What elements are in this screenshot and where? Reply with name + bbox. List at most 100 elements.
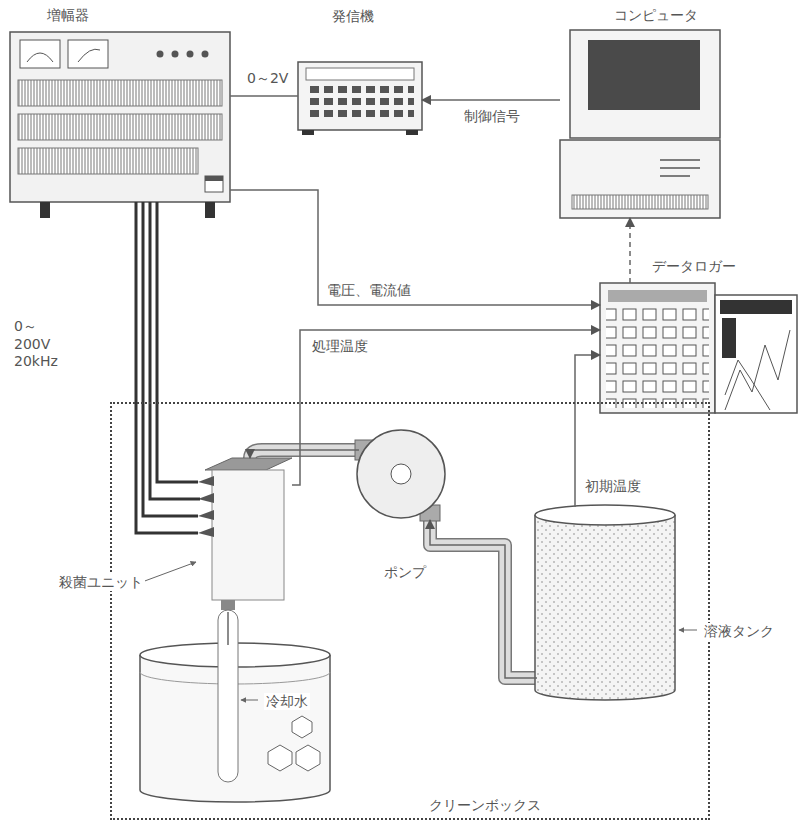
sterilization-unit-body <box>198 458 292 610</box>
cooling-water: 冷却水 <box>142 645 332 805</box>
connector-label: 0～2V <box>245 70 290 88</box>
hose <box>250 450 360 458</box>
amplifier-body <box>40 202 50 218</box>
clean-box: クリーンボックス殺菌ユニットポンプ溶液タンク冷却水 <box>110 402 710 820</box>
cooling-bath <box>218 610 238 782</box>
hose <box>430 515 540 678</box>
amplifier-body <box>68 40 108 68</box>
sterilization-unit: 殺菌ユニット <box>200 458 292 612</box>
leader-line <box>142 562 196 582</box>
tank-body <box>535 505 675 525</box>
data-logger-body <box>608 290 707 302</box>
node-label: コンピュータ <box>612 7 700 24</box>
node-label: ポンプ <box>382 564 428 581</box>
amplifier-body <box>172 51 179 58</box>
cooling-bath <box>292 716 312 738</box>
sterilization-unit-body <box>205 458 292 470</box>
computer-body <box>560 140 720 218</box>
oscillator-body <box>406 130 418 135</box>
amplifier-body <box>187 51 194 58</box>
connector-label: 電圧、電流値 <box>325 282 413 300</box>
connector-label: 初期温度 <box>583 478 643 496</box>
data-logger-body <box>715 295 797 413</box>
node-label: 冷却水 <box>264 693 310 710</box>
computer-body <box>560 30 720 218</box>
connector-label: 処理温度 <box>310 338 370 356</box>
leader-line <box>142 562 697 700</box>
amplifier-body <box>205 176 223 192</box>
oscillator: 発信機 <box>298 62 422 130</box>
amplifier-body <box>78 49 100 62</box>
signal-line <box>230 95 298 97</box>
amplifier-body <box>205 176 223 181</box>
computer-body <box>570 30 720 138</box>
node-label: 殺菌ユニット <box>57 574 145 591</box>
hose <box>250 440 540 678</box>
process-temp-line <box>292 330 600 485</box>
amplifier-body <box>18 148 198 174</box>
amplifier-body <box>18 80 222 106</box>
pump-body <box>391 464 411 484</box>
computer: コンピュータ <box>560 30 720 218</box>
data-logger-body <box>720 300 792 314</box>
data-logger-body <box>600 283 797 413</box>
node-label: クリーンボックス <box>427 797 543 814</box>
leader-line <box>679 630 697 631</box>
tank-body <box>535 505 675 700</box>
node-label: 増幅器 <box>45 7 91 24</box>
amplifier-body <box>20 40 60 68</box>
data-logger-body <box>606 308 709 408</box>
computer-body <box>572 195 708 209</box>
pump-body <box>357 430 445 518</box>
cooling-bath <box>268 745 292 771</box>
computer-body <box>660 160 700 176</box>
data-logger: データロガー <box>600 283 797 413</box>
power-wire <box>150 202 200 499</box>
sterilization-unit-body <box>221 600 235 610</box>
hose <box>250 450 360 458</box>
oscillator-body <box>298 62 422 130</box>
data-transfer-arrow <box>629 218 631 283</box>
power-wires <box>136 202 198 533</box>
amplifier-body <box>202 51 209 58</box>
sterilization-unit-body <box>212 470 284 600</box>
connector-label: 制御信号 <box>462 108 522 126</box>
hose <box>430 515 540 678</box>
node-label: データロガー <box>650 258 738 275</box>
leader-line <box>241 700 258 701</box>
data-logger-body <box>722 318 736 358</box>
amplifier-body <box>10 32 230 202</box>
oscillator-body <box>298 62 422 135</box>
drain-tube <box>227 612 229 645</box>
amplifier-body <box>157 51 164 58</box>
measurement-line <box>230 190 600 305</box>
amplifier-body <box>10 32 230 218</box>
computer-body <box>588 40 700 110</box>
amplifier: 増幅器 <box>10 32 230 202</box>
power-wires <box>136 202 198 533</box>
oscillator-body <box>306 86 414 122</box>
amplifier-body <box>18 114 222 140</box>
control-signal-arrow <box>422 99 560 101</box>
tank-body <box>535 515 675 700</box>
node-label: 発信機 <box>330 8 376 25</box>
feed-hose-flow <box>430 520 537 678</box>
sterilization-unit-body <box>198 476 214 537</box>
cooling-bath <box>140 610 330 802</box>
supply-hose-flow <box>250 450 359 458</box>
amplifier-body <box>27 53 53 62</box>
data-logger-body <box>725 360 770 410</box>
data-logger-body <box>725 330 790 410</box>
cooling-bath <box>296 745 320 771</box>
solution-tank: 溶液タンク <box>537 507 677 702</box>
oscillator-body <box>306 68 414 80</box>
oscillator-body <box>302 130 314 135</box>
data-logger-body <box>600 283 715 413</box>
pump: ポンプ <box>359 432 447 520</box>
node-label: 溶液タンク <box>702 623 776 640</box>
amplifier-body <box>205 202 215 218</box>
